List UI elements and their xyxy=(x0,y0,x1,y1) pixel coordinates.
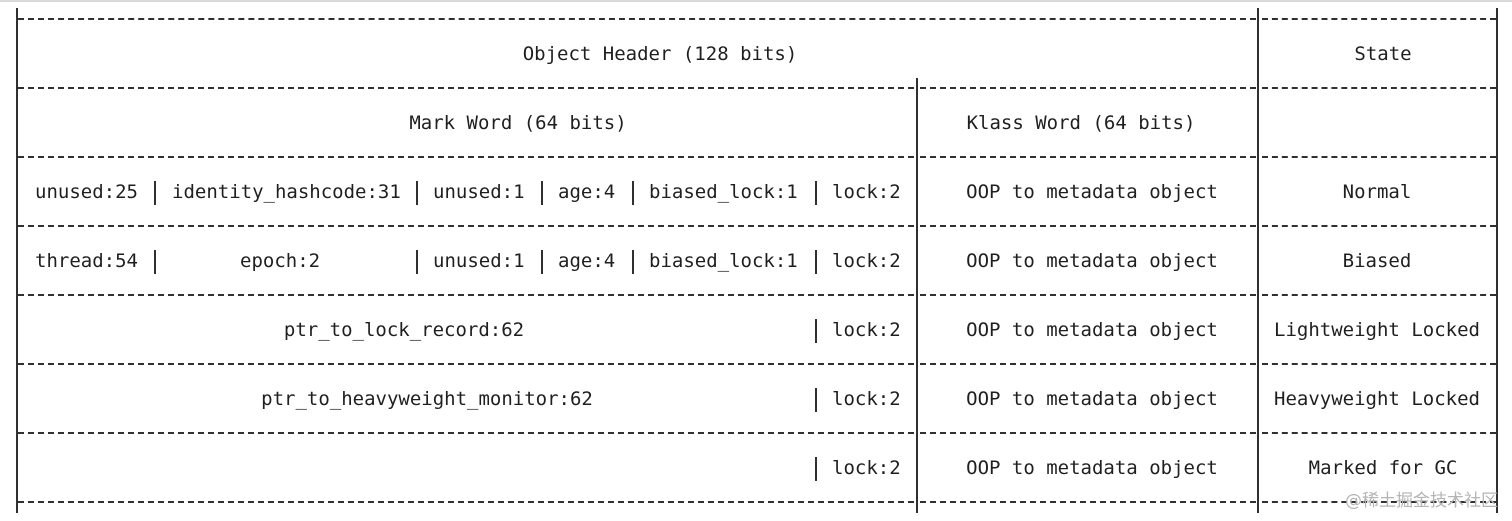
state-value: Lightweight Locked xyxy=(1274,319,1480,341)
field-age: age:4 xyxy=(558,250,616,272)
row-separator xyxy=(920,363,1256,365)
field-separator xyxy=(541,181,543,205)
klass-word-value: OOP to metadata object xyxy=(966,250,1218,272)
row-separator xyxy=(1262,294,1496,296)
field-lock: lock:2 xyxy=(832,388,901,410)
field-separator xyxy=(815,181,817,205)
klass-word-value: OOP to metadata object xyxy=(966,181,1218,203)
state-value: Normal xyxy=(1342,181,1412,203)
row-separator xyxy=(18,294,914,296)
field-ptr-to-heavyweight-monitor: ptr_to_heavyweight_monitor:62 xyxy=(261,388,593,410)
field-separator xyxy=(154,181,156,205)
state-column-header: State xyxy=(1354,43,1412,65)
field-unused-1: unused:1 xyxy=(433,181,525,203)
row-separator xyxy=(18,501,914,503)
row-separator xyxy=(1262,363,1496,365)
column-separator xyxy=(916,78,918,513)
row-separator xyxy=(1262,225,1496,227)
row-separator xyxy=(920,501,1256,503)
field-separator xyxy=(154,250,156,274)
field-age: age:4 xyxy=(558,181,616,203)
watermark: @稀土掘金技术社区 xyxy=(1345,491,1498,511)
klass-word-header: Klass Word (64 bits) xyxy=(966,112,1196,134)
row-separator xyxy=(920,294,1256,296)
klass-word-value: OOP to metadata object xyxy=(966,319,1218,341)
field-biased-lock: biased_lock:1 xyxy=(649,250,798,272)
field-separator xyxy=(815,457,817,481)
field-separator xyxy=(541,250,543,274)
top-border xyxy=(0,0,1512,2)
field-lock: lock:2 xyxy=(832,319,901,341)
field-separator xyxy=(815,319,817,343)
row-separator xyxy=(18,363,914,365)
column-separator xyxy=(1257,8,1259,513)
field-separator xyxy=(416,250,418,274)
state-value: Marked for GC xyxy=(1308,457,1458,479)
state-value: Biased xyxy=(1342,250,1412,272)
row-separator xyxy=(920,87,1256,89)
column-separator xyxy=(1496,8,1498,513)
row-separator xyxy=(18,432,914,434)
field-ptr-to-lock-record: ptr_to_lock_record:62 xyxy=(283,319,525,341)
field-lock: lock:2 xyxy=(832,181,901,203)
field-identity-hashcode: identity_hashcode:31 xyxy=(172,181,401,203)
field-separator xyxy=(815,388,817,412)
row-separator xyxy=(1262,87,1496,89)
row-separator xyxy=(18,156,914,158)
field-lock: lock:2 xyxy=(832,457,901,479)
row-separator xyxy=(920,225,1256,227)
row-separator xyxy=(1262,156,1496,158)
row-separator xyxy=(18,87,914,89)
state-value: Heavyweight Locked xyxy=(1274,388,1480,410)
klass-word-value: OOP to metadata object xyxy=(966,388,1218,410)
field-lock: lock:2 xyxy=(832,250,901,272)
field-separator xyxy=(632,181,634,205)
field-epoch: epoch:2 xyxy=(240,250,321,272)
mark-word-header: Mark Word (64 bits) xyxy=(409,112,627,134)
field-biased-lock: biased_lock:1 xyxy=(649,181,798,203)
row-separator xyxy=(1262,18,1496,20)
row-separator xyxy=(18,18,1256,20)
row-separator xyxy=(920,156,1256,158)
field-unused-25: unused:25 xyxy=(35,181,138,203)
field-thread: thread:54 xyxy=(35,250,138,272)
field-separator xyxy=(416,181,418,205)
row-separator xyxy=(920,432,1256,434)
field-separator xyxy=(815,250,817,274)
object-header-title: Object Header (128 bits) xyxy=(522,43,798,65)
row-separator xyxy=(1262,501,1496,503)
klass-word-value: OOP to metadata object xyxy=(966,457,1218,479)
row-separator xyxy=(18,225,914,227)
field-unused-1: unused:1 xyxy=(433,250,525,272)
column-separator xyxy=(16,8,18,513)
field-separator xyxy=(632,250,634,274)
row-separator xyxy=(1262,432,1496,434)
